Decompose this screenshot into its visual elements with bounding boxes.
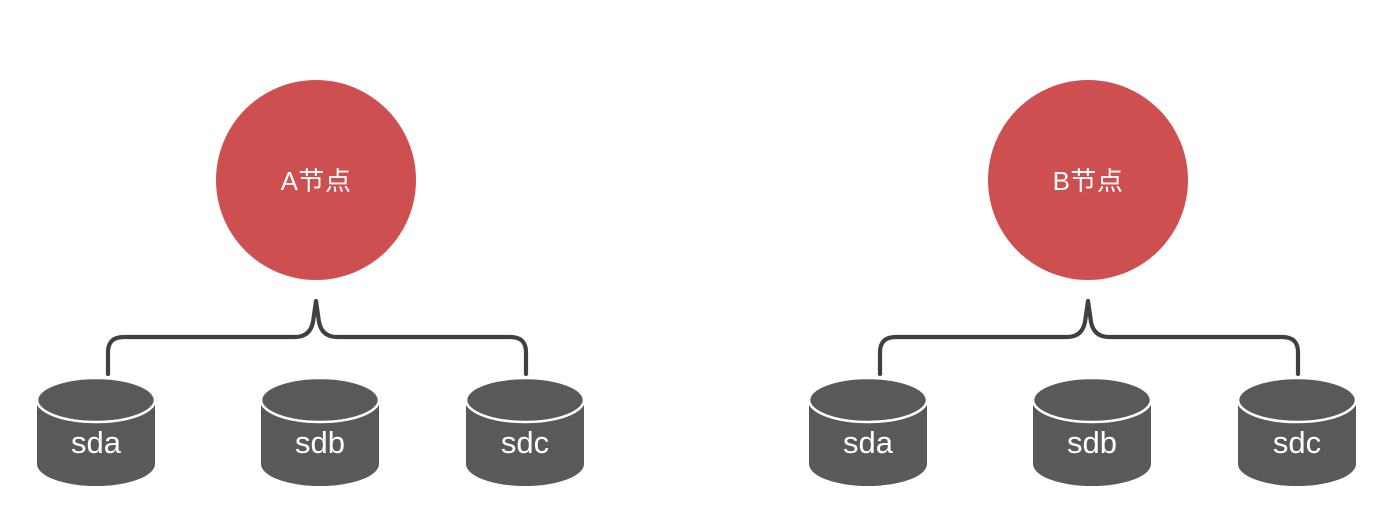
disk-label-a-sdb: sdb [295, 425, 345, 460]
disk-label-b-sda: sda [843, 425, 893, 460]
brace-connector-a [105, 298, 529, 377]
node-circle-b[interactable] [988, 80, 1188, 280]
disk-label-b-sdb: sdb [1067, 425, 1117, 460]
disk-label-b-sdc: sdc [1272, 425, 1322, 460]
disk-label-a-sda: sda [71, 425, 121, 460]
disk-cylinder-b-sdb[interactable] [1031, 376, 1153, 486]
disk-label-a-sdc: sdc [500, 425, 550, 460]
disk-cylinder-a-sdb[interactable] [259, 376, 381, 486]
brace-connector-b [877, 298, 1301, 377]
node-label-a: A节点 [280, 166, 352, 196]
disk-cylinder-b-sdc[interactable] [1236, 376, 1358, 486]
node-circle-a[interactable] [216, 80, 416, 280]
disk-cylinder-b-sda[interactable] [807, 376, 929, 486]
disk-cylinder-a-sda[interactable] [35, 376, 157, 486]
disk-cylinder-a-sdc[interactable] [464, 376, 586, 486]
node-group-b [807, 80, 1358, 486]
node-group-a [35, 80, 586, 486]
node-label-b: B节点 [1052, 166, 1124, 196]
